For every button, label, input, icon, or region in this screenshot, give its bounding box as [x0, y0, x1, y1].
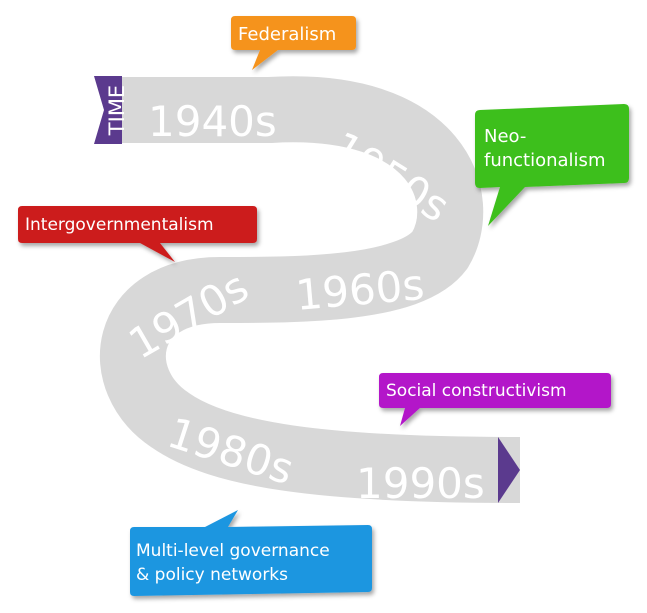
- bubble-shape: [379, 373, 611, 426]
- neofunctionalism-bubble: Neo- functionalism: [475, 104, 629, 226]
- timeline-road: [99, 76, 521, 503]
- bubble-shape: [231, 16, 356, 70]
- bubble-label: Multi-level governance: [136, 541, 330, 561]
- multilevel-governance-bubble: Multi-level governance & policy networks: [130, 510, 372, 596]
- decade-label: 1940s: [148, 97, 277, 146]
- time-start-tag: TIME: [94, 76, 129, 144]
- intergovernmentalism-bubble: Intergovernmentalism: [18, 206, 257, 262]
- time-label: TIME: [105, 85, 129, 136]
- bubble-label: Federalism: [238, 24, 336, 45]
- bubble-label: functionalism: [484, 150, 605, 171]
- federalism-bubble: Federalism: [231, 16, 356, 70]
- bubble-shape: [475, 104, 629, 226]
- bubble-shape: [130, 510, 372, 596]
- social-constructivism-bubble: Social constructivism: [379, 373, 611, 426]
- bubble-label: Neo-: [484, 126, 526, 147]
- decade-label: 1990s: [356, 459, 485, 508]
- bubble-label: Intergovernmentalism: [25, 215, 214, 235]
- decade-label: 1960s: [294, 260, 427, 320]
- bubble-label: Social constructivism: [386, 381, 567, 401]
- time-end-arrow: [498, 437, 520, 503]
- bubble-label: & policy networks: [136, 565, 288, 585]
- bubble-shape: [18, 206, 257, 262]
